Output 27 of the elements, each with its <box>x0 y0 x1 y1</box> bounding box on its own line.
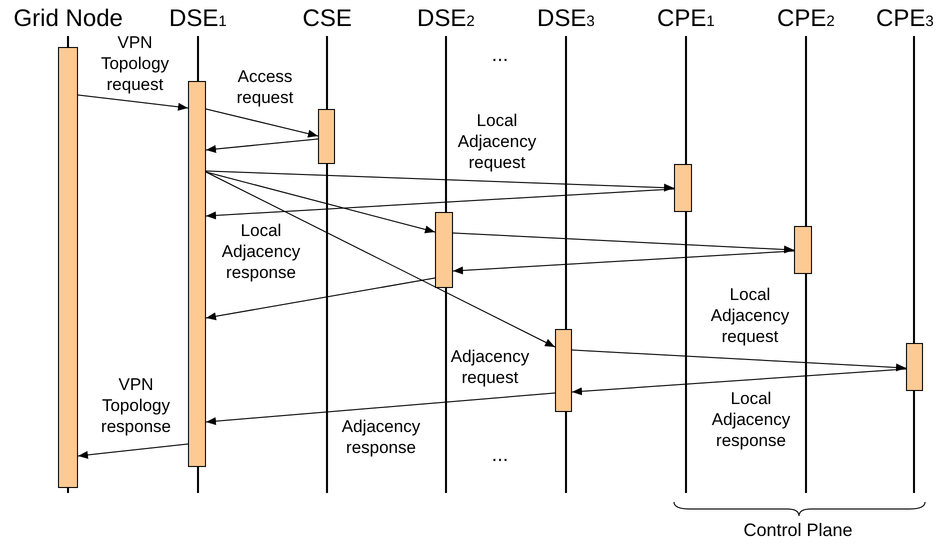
message-arrow <box>206 170 674 192</box>
message-arrow <box>206 278 436 320</box>
message-arrow <box>78 94 188 111</box>
activation-bar <box>318 109 335 164</box>
activation-bar <box>906 343 923 391</box>
group-label: Control Plane <box>743 520 853 541</box>
message-arrow <box>452 250 794 274</box>
message-arrow <box>572 368 906 396</box>
activation-bar <box>58 47 78 488</box>
ellipsis-text: ... <box>492 44 508 67</box>
message-arrow <box>78 444 188 459</box>
message-arrow <box>452 232 794 254</box>
ellipsis-text: ... <box>492 444 508 467</box>
message-arrow <box>206 108 318 138</box>
activation-bar <box>794 226 812 274</box>
message-arrow <box>206 172 556 348</box>
message-arrow <box>206 188 674 220</box>
message-arrow <box>206 392 556 426</box>
activation-bar <box>674 164 692 212</box>
activation-bar <box>555 329 572 412</box>
message-arrow <box>572 350 906 372</box>
participant-header: Grid Node <box>14 4 123 34</box>
activation-bar <box>188 81 206 467</box>
message-arrow <box>206 138 318 153</box>
activation-bar <box>435 212 453 288</box>
message-arrow <box>206 172 436 234</box>
participant-header: CSE <box>302 4 352 34</box>
